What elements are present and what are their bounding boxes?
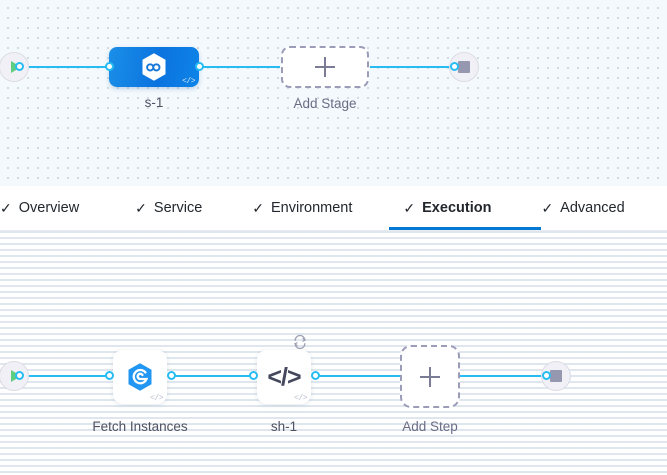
check-icon: ✓ [541, 200, 554, 216]
code-brackets-icon: </> [267, 362, 301, 391]
tab-execution-label: Execution [422, 200, 492, 216]
fetch-instances-code-badge-icon: </> [150, 394, 163, 403]
tab-environment[interactable]: ✓ Environment [252, 186, 389, 230]
step-label-fetch-instances: Fetch Instances [92, 419, 188, 434]
sh-1-input-port[interactable] [249, 371, 258, 380]
edge-start-to-stage [22, 66, 114, 68]
tab-service[interactable]: ✓ Service [135, 186, 252, 230]
edge-stage-to-add-stage [198, 66, 280, 68]
check-icon: ✓ [0, 200, 12, 216]
add-stage-label: Add Stage [293, 96, 357, 111]
execution-end-node[interactable] [541, 361, 571, 391]
fetch-instances-output-port[interactable] [167, 371, 176, 380]
pipeline-end-node[interactable] [449, 52, 479, 82]
stop-icon [550, 370, 562, 382]
tab-overview[interactable]: ✓ Overview [0, 186, 135, 230]
end-input-port[interactable] [450, 62, 459, 71]
tab-service-label: Service [153, 200, 203, 216]
check-icon: ✓ [252, 200, 264, 216]
step-label-sh-1: sh-1 [270, 419, 298, 434]
edge-start-to-fetch [22, 375, 112, 377]
stage-label-s-1: s-1 [144, 95, 164, 110]
plus-icon [420, 366, 440, 387]
stage-canvas[interactable]: </> s-1 Add Stage [0, 0, 667, 186]
tab-execution[interactable]: ✓ Execution [389, 186, 542, 230]
tab-overview-label: Overview [18, 200, 80, 216]
edge-sh1-to-add-step [313, 375, 401, 377]
loop-strategy-icon [294, 334, 306, 350]
stage-config-tabbar: ✓ Overview ✓ Service ✓ Environment ✓ Exe… [0, 186, 667, 231]
execution-start-output-port[interactable] [15, 371, 24, 380]
edge-add-stage-to-end [370, 66, 454, 68]
stage-code-badge-icon: </> [182, 77, 195, 86]
stop-icon [458, 61, 470, 73]
stage-node-s-1[interactable]: </> [109, 47, 199, 87]
check-icon: ✓ [403, 200, 416, 216]
tab-list: ✓ Overview ✓ Service ✓ Environment ✓ Exe… [0, 186, 645, 230]
step-node-sh-1[interactable]: </> </> [257, 334, 311, 404]
stage-input-port[interactable] [105, 62, 114, 71]
stage-output-port[interactable] [195, 62, 204, 71]
fetch-instances-input-port[interactable] [105, 371, 114, 380]
add-stage-button[interactable] [281, 46, 369, 88]
plus-icon [315, 57, 335, 77]
tab-advanced-label: Advanced [560, 200, 625, 216]
edge-fetch-to-sh1 [170, 375, 255, 377]
start-output-port[interactable] [15, 62, 24, 71]
step-node-fetch-instances[interactable]: </> [113, 350, 167, 404]
execution-end-input-port[interactable] [542, 371, 551, 380]
tab-environment-label: Environment [271, 200, 353, 216]
check-icon: ✓ [135, 200, 147, 216]
hexagon-swirl-icon [128, 363, 152, 391]
edge-add-step-to-end [458, 375, 545, 377]
sh-1-code-badge-icon: </> [294, 394, 307, 403]
tab-advanced[interactable]: ✓ Advanced [541, 186, 644, 230]
add-step-label: Add Step [402, 419, 458, 434]
add-step-button[interactable] [400, 345, 460, 408]
hexagon-infinity-icon [142, 53, 166, 81]
sh-1-output-port[interactable] [311, 371, 320, 380]
execution-canvas[interactable]: </> Fetch Instances </> </> sh-1 Add [0, 231, 667, 475]
canvas-grid [0, 231, 667, 475]
